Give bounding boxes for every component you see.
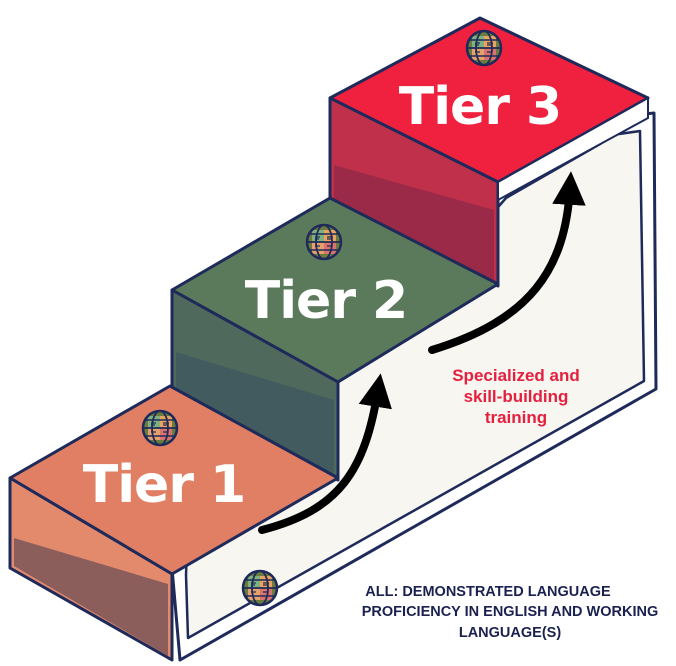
arrow-tier2-to-tier3	[428, 171, 586, 354]
globe-icon-tier-2	[305, 223, 343, 261]
tier-1-block	[8, 384, 340, 662]
side-note-line-3: training	[485, 408, 547, 427]
tier-2-block	[170, 196, 500, 482]
globe-icon-base	[241, 569, 279, 607]
globe-icon-tier-3	[465, 29, 503, 67]
side-note-line-1: Specialized and	[452, 366, 580, 385]
arrow-tier1-to-tier2	[258, 373, 392, 534]
globe-icon-tier-1	[141, 409, 179, 447]
tier-3-block	[328, 16, 650, 288]
tier-2-label: Tier 2	[245, 271, 408, 331]
side-note-line-2: skill-building	[464, 387, 569, 406]
base-note-line-2: PROFICIENCY IN ENGLISH AND WORKING	[362, 604, 658, 620]
tier-3-label: Tier 3	[399, 77, 562, 137]
base-note-line-3: LANGUAGE(S)	[459, 625, 561, 641]
base-note-line-1: ALL: DEMONSTRATED LANGUAGE	[365, 584, 611, 600]
tier-1-label: Tier 1	[83, 455, 246, 515]
